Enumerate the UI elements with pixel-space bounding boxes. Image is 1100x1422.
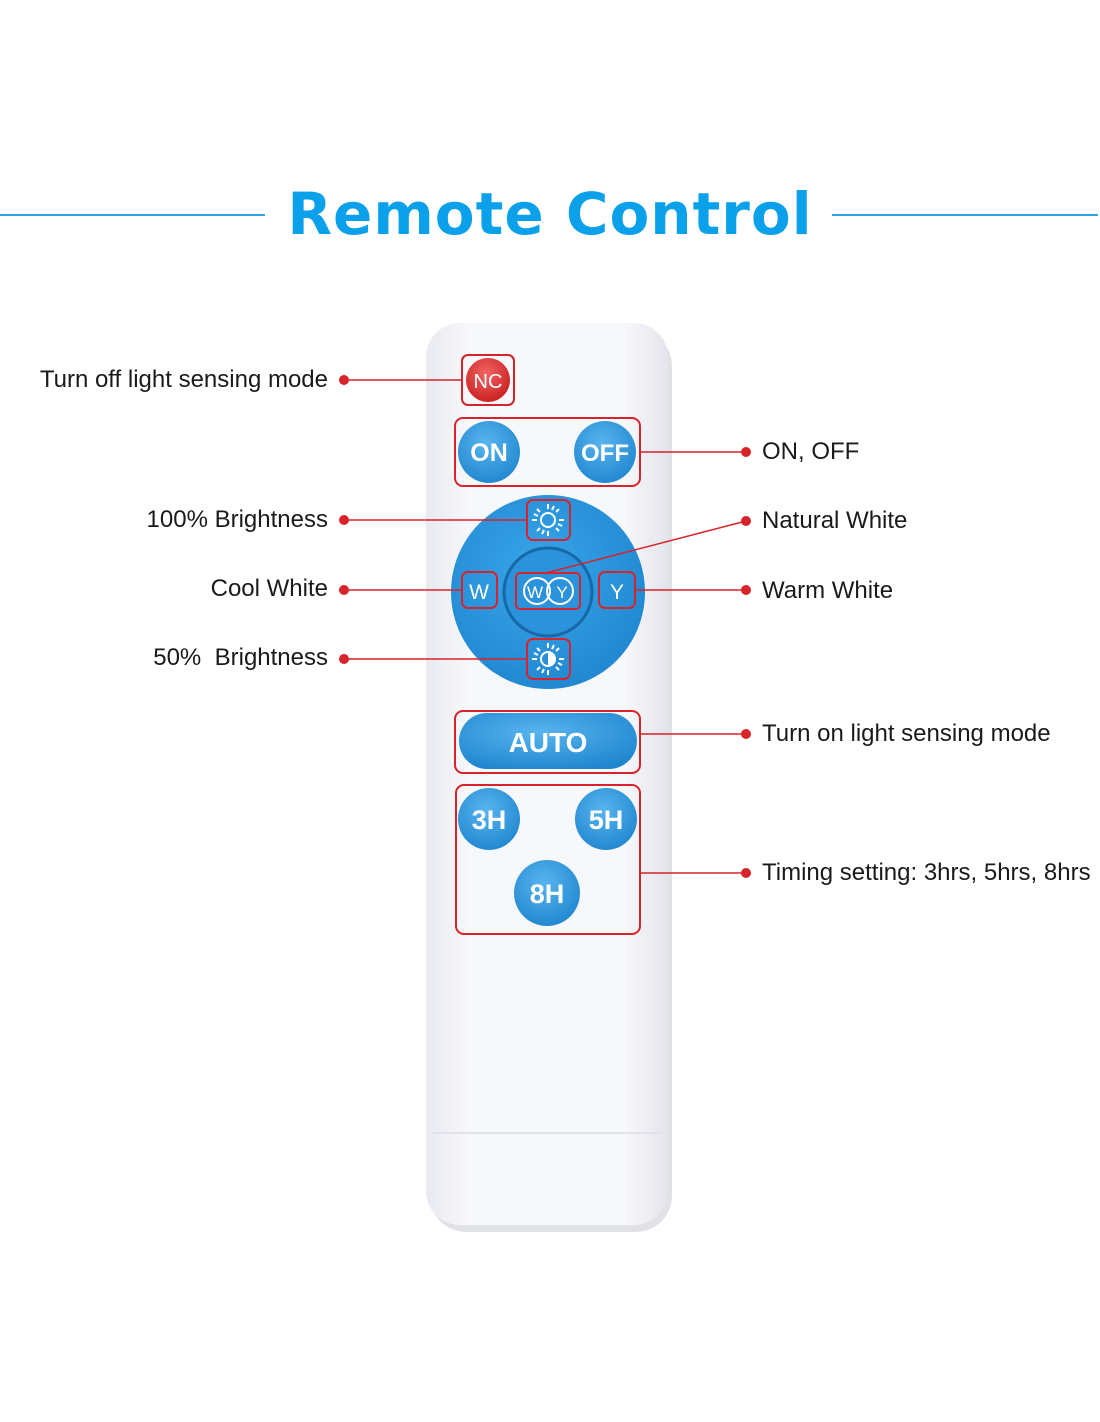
callout-dot-warm — [741, 585, 751, 595]
callout-dot-bright50 — [339, 654, 349, 664]
sun-icon — [532, 504, 564, 536]
page-title: Remote Control — [287, 180, 813, 248]
callout-dot-bright100 — [339, 515, 349, 525]
callout-label-onoff: ON, OFF — [762, 438, 860, 465]
on-button[interactable]: ON — [458, 421, 520, 483]
timer-highlight-box — [455, 784, 641, 935]
callout-label-auto: Turn on light sensing mode — [762, 720, 1051, 747]
auto-button[interactable]: AUTO — [459, 713, 637, 769]
half-sun-icon — [532, 643, 564, 675]
callout-label-bright50: 50% Brightness — [153, 644, 328, 671]
callout-dot-cool — [339, 585, 349, 595]
nc-button-label: NC — [474, 371, 503, 393]
callout-label-timer: Timing setting: 3hrs, 5hrs, 8hrs — [762, 859, 1091, 886]
timer-5h-label: 5H — [589, 805, 624, 835]
off-button-label: OFF — [581, 440, 629, 467]
callout-label-cool: Cool White — [210, 575, 328, 602]
auto-button-label: AUTO — [509, 727, 588, 758]
callout-dot-nc — [339, 375, 349, 385]
timer-8h-button[interactable]: 8H — [514, 860, 580, 926]
nc-button[interactable]: NC — [466, 358, 510, 402]
title-rule-right — [832, 214, 1098, 216]
timer-3h-button[interactable]: 3H — [458, 788, 520, 850]
callout-dot-onoff — [741, 447, 751, 457]
cool-white-button-label: W — [469, 581, 489, 604]
callout-dot-auto — [741, 729, 751, 739]
callout-dot-natural — [741, 516, 751, 526]
wy-w-label: W — [527, 583, 543, 602]
auto-highlight-box — [454, 710, 641, 774]
brightness-50-button[interactable] — [532, 643, 564, 675]
warm-white-button-label: Y — [610, 581, 624, 604]
natural-white-button[interactable]: W Y — [523, 577, 574, 605]
callout-dot-timer — [741, 868, 751, 878]
callout-line-natural — [545, 520, 747, 574]
warm-white-button[interactable]: Y — [610, 581, 624, 604]
wy-left-ring — [523, 577, 551, 605]
callout-label-nc: Turn off light sensing mode — [39, 366, 328, 393]
timer-5h-button[interactable]: 5H — [575, 788, 637, 850]
timer-3h-label: 3H — [472, 805, 507, 835]
off-button[interactable]: OFF — [574, 421, 636, 483]
timer-8h-label: 8H — [530, 879, 565, 909]
title-rule-left — [0, 214, 265, 216]
brightness-100-button[interactable] — [532, 504, 564, 536]
on-button-label: ON — [470, 439, 508, 467]
callout-label-warm: Warm White — [762, 577, 894, 604]
cool-white-button[interactable]: W — [469, 581, 489, 604]
wy-right-ring — [546, 577, 574, 605]
callout-label-natural: Natural White — [762, 507, 908, 534]
callout-label-bright100: 100% Brightness — [146, 506, 328, 533]
wy-y-label: Y — [556, 583, 567, 602]
